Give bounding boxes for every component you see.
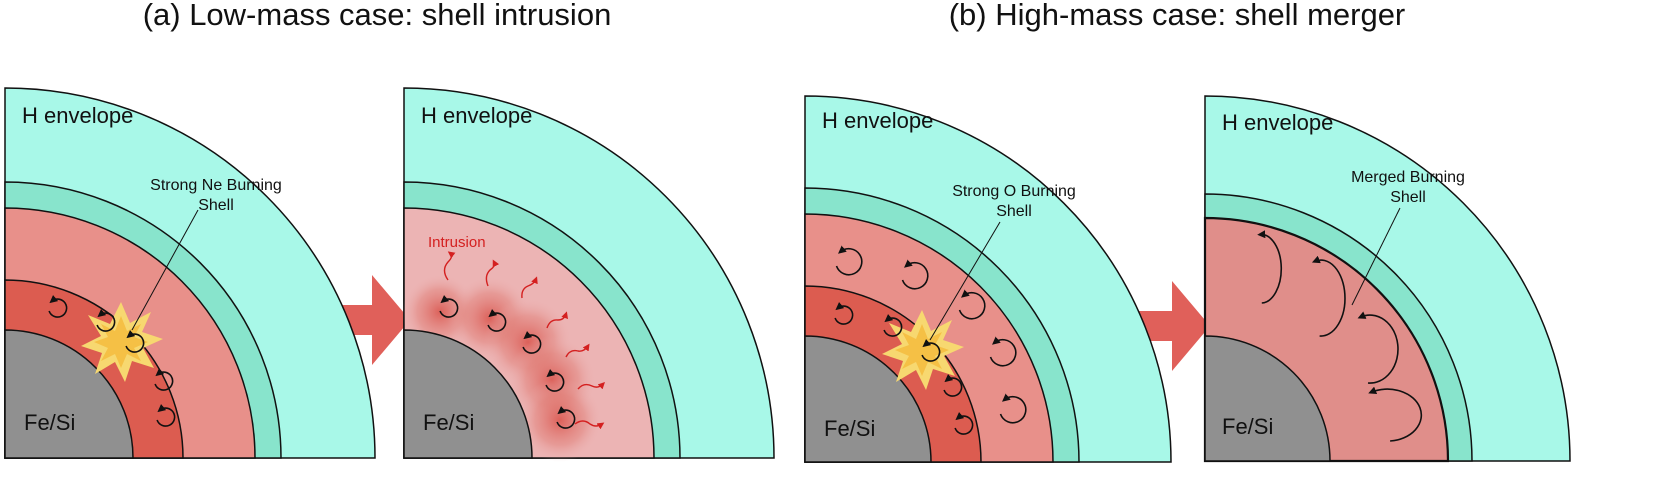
eddy xyxy=(999,393,1027,424)
callout-merged-line2: Shell xyxy=(1390,189,1426,206)
flash-inner xyxy=(94,316,148,368)
eddy xyxy=(439,294,459,318)
envelope-label: H envelope xyxy=(421,103,532,128)
eddy xyxy=(921,338,941,362)
envelope-label: H envelope xyxy=(822,108,933,133)
iron-silicon-core xyxy=(4,329,134,459)
envelope-label: H envelope xyxy=(22,103,133,128)
intrusion-arrow xyxy=(577,382,605,390)
core-label: Fe/Si xyxy=(24,410,75,435)
callout-merged-line1: Merged Burning xyxy=(1351,169,1465,186)
callout-line xyxy=(131,209,199,331)
core-label: Fe/Si xyxy=(1222,414,1273,439)
intrusion-arrow xyxy=(443,251,456,281)
callout-line xyxy=(1351,207,1401,306)
heading-high-mass: (b) High-mass case: shell merger xyxy=(949,0,1406,32)
intrusion-arrow xyxy=(574,420,605,430)
eddy xyxy=(522,330,542,354)
eddy xyxy=(154,367,174,391)
eddy xyxy=(545,368,565,392)
transition-arrow-high-mass xyxy=(1131,281,1210,371)
eddy xyxy=(943,373,963,397)
eddy xyxy=(125,329,145,353)
panel-ne-intrusion: Intrusion H envelope Fe/Si xyxy=(402,87,775,462)
iron-silicon-core xyxy=(804,335,932,463)
intrusion-arrow xyxy=(485,259,500,287)
eddy xyxy=(1311,255,1346,337)
eddy xyxy=(1257,230,1283,304)
callout-ne-line2: Shell xyxy=(198,197,234,214)
eddy xyxy=(96,308,116,332)
eddy xyxy=(48,294,68,318)
intrusion-arrows xyxy=(443,251,605,430)
transition-arrow-low-mass xyxy=(331,275,410,365)
panel-merged: Merged Burning Shell H envelope Fe/Si xyxy=(1203,95,1571,463)
eddy xyxy=(1357,311,1399,384)
heading-low-mass: (a) Low-mass case: shell intrusion xyxy=(143,0,612,32)
eddy xyxy=(901,259,929,290)
convection-eddies xyxy=(48,294,176,427)
eddy xyxy=(954,411,974,435)
eddy xyxy=(883,313,903,337)
large-convection-eddies xyxy=(1257,230,1423,442)
convection-eddies xyxy=(834,245,1027,435)
callout-o-line1: Strong O Burning xyxy=(952,183,1076,200)
eddy xyxy=(989,336,1017,367)
core-label: Fe/Si xyxy=(824,416,875,441)
burning-flash xyxy=(882,310,964,390)
core-label: Fe/Si xyxy=(423,410,474,435)
eddy xyxy=(834,301,854,325)
iron-silicon-core xyxy=(1204,335,1331,462)
convection-eddies xyxy=(439,294,576,429)
eddy xyxy=(487,308,507,332)
eddy xyxy=(835,245,863,276)
intrusion-arrow xyxy=(565,343,590,358)
panel-ne-before: Strong Ne Burning Shell H envelope Fe/Si xyxy=(4,87,376,459)
eddy xyxy=(1368,386,1423,442)
eddy xyxy=(156,403,176,427)
intrusion-label: Intrusion xyxy=(428,234,486,251)
panel-o-before: Strong O Burning Shell H envelope Fe/Si xyxy=(804,95,1172,463)
eddy xyxy=(556,405,576,429)
intrusion-arrow xyxy=(521,276,538,299)
callout-ne-line1: Strong Ne Burning xyxy=(150,177,282,194)
callout-line xyxy=(929,221,1001,341)
iron-silicon-core xyxy=(403,329,533,459)
envelope-label: H envelope xyxy=(1222,110,1333,135)
intrusion-arrow xyxy=(546,311,568,329)
flash-inner xyxy=(895,324,949,376)
burning-flash xyxy=(81,302,163,382)
eddy xyxy=(958,289,986,320)
callout-o-line2: Shell xyxy=(996,203,1032,220)
